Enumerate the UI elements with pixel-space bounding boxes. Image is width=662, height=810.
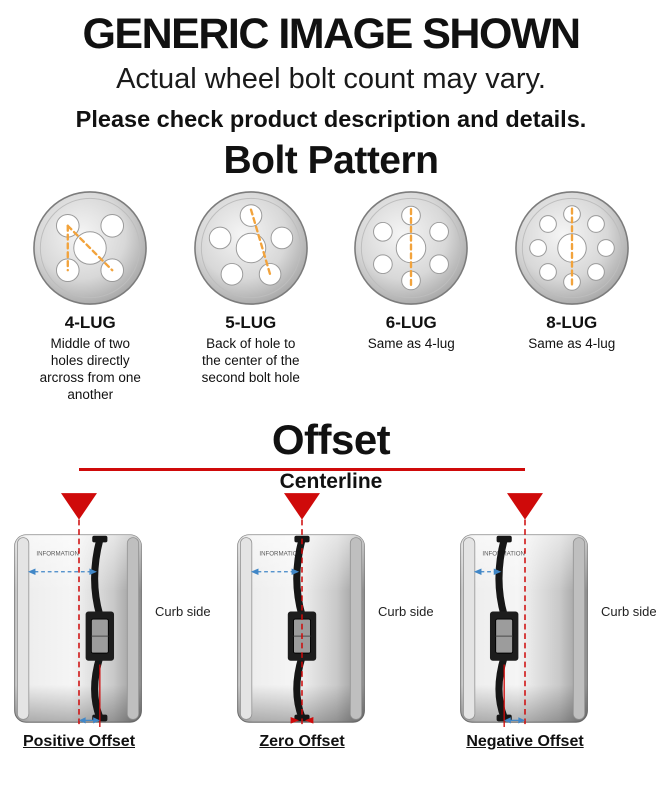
lug-count-label: 8-LUG: [546, 313, 598, 332]
page-title: GENERIC IMAGE SHOWN: [82, 10, 581, 58]
offset-figure-positive: INFORMATION Curb side Positive Offset: [8, 492, 211, 751]
lug-wheel-8-illustration: [514, 191, 629, 305]
lug-description: Back of hole to the center of the second…: [201, 336, 300, 385]
bolt-pattern-figure-6lug: 6-LUG Same as 4-lug: [336, 189, 486, 353]
lug-wheel-diagram-6: [352, 189, 470, 307]
centerline-label: Centerline: [279, 469, 383, 493]
lug-count-label: 6-LUG: [385, 313, 437, 332]
offset-barrel-illustration: INFORMATION: [14, 492, 142, 728]
offset-title: Offset: [271, 415, 391, 463]
offset-figure-negative: INFORMATION Curb side Negative Offset: [454, 492, 657, 751]
lug-wheel-5-illustration: [193, 191, 308, 305]
centerline-line: [79, 467, 525, 471]
offset-type-label: Zero Offset: [259, 732, 345, 750]
centerline-indicator: Centerline: [0, 466, 662, 493]
page-subtitle: Actual wheel bolt count may vary.: [116, 63, 546, 95]
lug-description: Middle of two holes directly arcross fro…: [39, 336, 141, 402]
bolt-pattern-figure-5lug: 5-LUG Back of hole to the center of the …: [176, 189, 326, 387]
bolt-pattern-title: Bolt Pattern: [223, 139, 439, 182]
page-note: Please check product description and det…: [75, 106, 587, 132]
lug-wheel-diagram-5: [192, 189, 310, 307]
offset-type-label: Positive Offset: [22, 732, 136, 750]
offset-type-label: Negative Offset: [466, 732, 584, 750]
curb-side-label: Curb side: [601, 603, 657, 619]
lug-description: Same as 4-lug: [528, 336, 616, 351]
svg-text:INFORMATION: INFORMATION: [259, 550, 302, 557]
lug-wheel-4-illustration: [33, 191, 148, 305]
bolt-pattern-figure-4lug: 4-LUG Middle of two holes directly arcro…: [15, 189, 165, 404]
offset-grid: INFORMATION Curb side Positive Offset IN…: [0, 492, 662, 751]
offset-barrel-illustration: INFORMATION: [237, 492, 365, 728]
svg-text:INFORMATION: INFORMATION: [36, 550, 79, 557]
lug-description: Same as 4-lug: [367, 336, 455, 351]
curb-side-label: Curb side: [378, 603, 434, 619]
bolt-pattern-figure-8lug: 8-LUG Same as 4-lug: [497, 189, 647, 353]
curb-side-label: Curb side: [155, 603, 211, 619]
offset-barrel-illustration: INFORMATION: [460, 492, 588, 728]
lug-wheel-diagram-4: [31, 189, 149, 307]
lug-count-label: 5-LUG: [225, 313, 277, 332]
offset-wheel-diagram-zero: INFORMATION: [231, 492, 373, 731]
lug-count-label: 4-LUG: [64, 313, 116, 332]
wheel-infographic: GENERIC IMAGE SHOWN Actual wheel bolt co…: [0, 10, 662, 751]
offset-figure-zero: INFORMATION Curb side Zero Offset: [231, 492, 434, 751]
lug-wheel-diagram-8: [513, 189, 631, 307]
offset-wheel-diagram-negative: INFORMATION: [454, 492, 596, 731]
lug-wheel-6-illustration: [354, 191, 469, 305]
bolt-pattern-grid: 4-LUG Middle of two holes directly arcro…: [0, 185, 662, 404]
offset-wheel-diagram-positive: INFORMATION: [8, 492, 150, 731]
